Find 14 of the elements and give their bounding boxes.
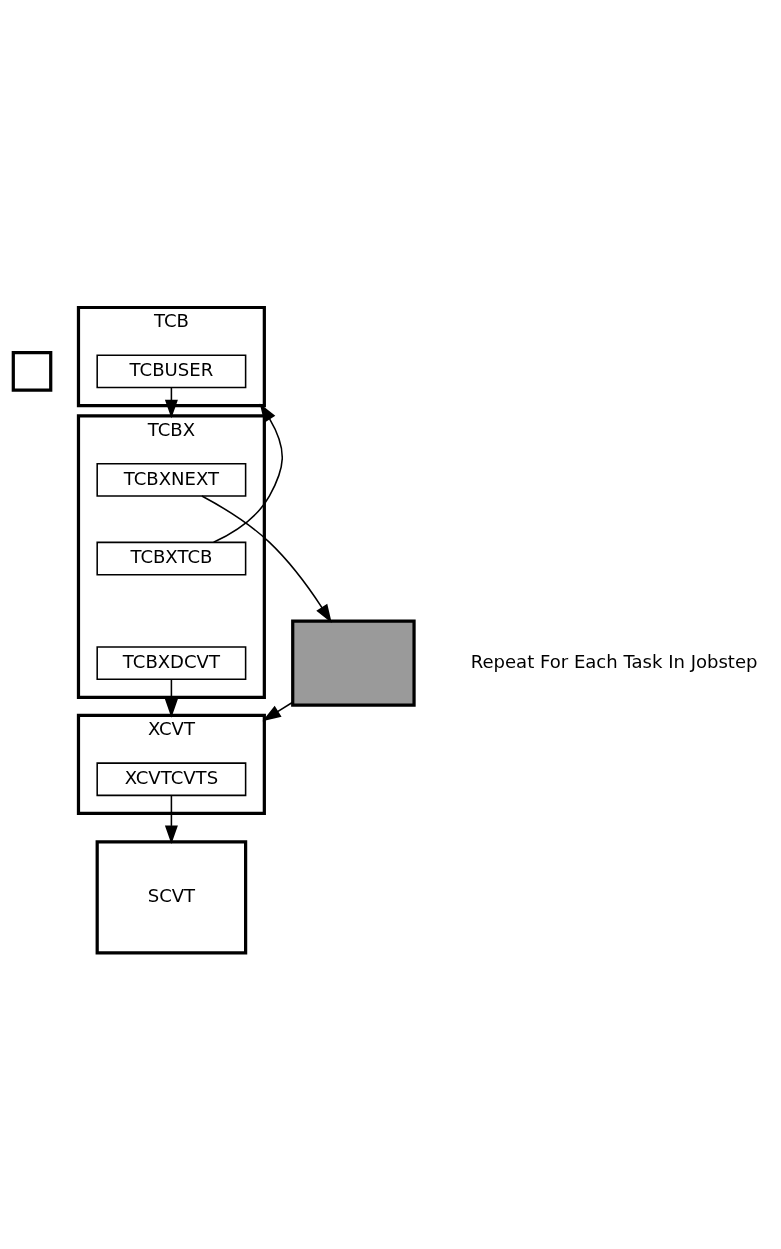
arrow — [262, 701, 294, 721]
node-box: TCBXDCVT — [96, 645, 247, 680]
label: Repeat For Each Task In Jobstep — [470, 650, 758, 672]
node-box: XCVTCVTS — [96, 761, 247, 796]
node-box — [291, 619, 416, 707]
node-box: TCBUSER — [96, 353, 247, 388]
arrow — [201, 494, 332, 623]
node-box: SCVT — [95, 839, 248, 954]
arrow — [164, 794, 178, 844]
arrow — [212, 403, 283, 543]
node-box — [11, 350, 53, 392]
arrow — [164, 677, 178, 718]
node-box: TCBXTCB — [96, 541, 247, 575]
node-box: TCBXNEXT — [96, 462, 247, 497]
